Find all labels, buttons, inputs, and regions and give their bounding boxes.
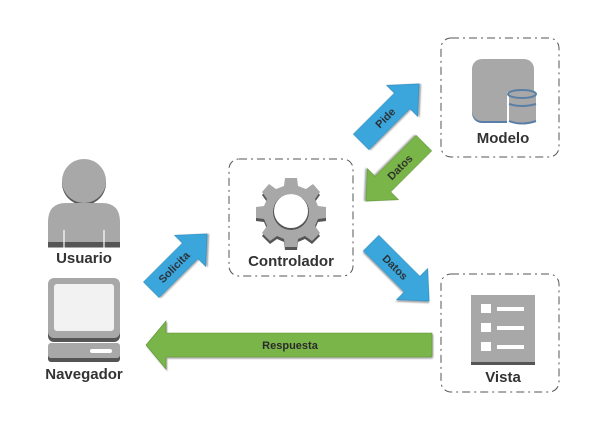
respuesta-arrow: Respuesta: [145, 320, 433, 370]
computer-icon: [48, 278, 120, 362]
controlador-box: [228, 158, 354, 277]
database-icon: [472, 59, 537, 125]
gear-icon: [256, 178, 326, 250]
modelo-box: [440, 37, 560, 158]
usuario-label: Usuario: [56, 250, 112, 267]
datos-vista-arrow: Datos: [362, 234, 430, 302]
solicita-arrow: Solicita: [143, 233, 208, 298]
modelo-label: Modelo: [477, 130, 530, 147]
vista-box: [440, 273, 560, 393]
user-icon: [48, 159, 120, 248]
datos-modelo-arrow: Datos: [365, 134, 433, 202]
pide-arrow: Pide: [352, 83, 420, 151]
list-icon: [471, 295, 535, 365]
controlador-label: Controlador: [248, 253, 334, 270]
vista-label: Vista: [485, 369, 521, 386]
navegador-label: Navegador: [45, 366, 123, 383]
respuesta-label: Respuesta: [262, 340, 319, 352]
